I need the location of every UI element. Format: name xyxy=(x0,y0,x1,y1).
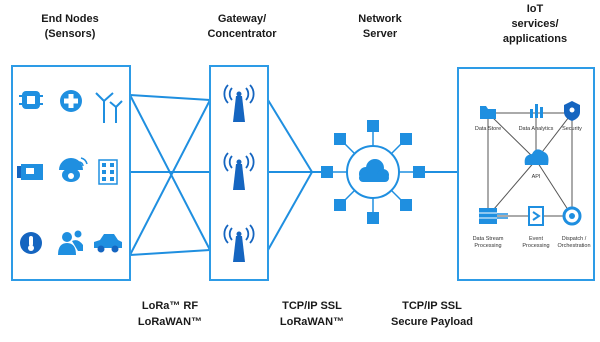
tcp-ip-secure-label-group: TCP/IP SSL Secure Payload xyxy=(382,298,482,330)
antenna-tower-icon xyxy=(223,152,255,190)
gateway-title: Gateway/ xyxy=(217,13,267,25)
server-node-squares xyxy=(321,120,425,224)
dispatch-label: Dispatch / xyxy=(562,236,587,242)
security-camera-icon xyxy=(59,157,88,182)
network-server-header: Network Server xyxy=(330,12,430,42)
data-analytics-icon xyxy=(530,104,543,118)
lorawan-label-1: LoRaWAN™ xyxy=(137,316,203,328)
security-icon xyxy=(564,101,580,121)
circuit-board-icon xyxy=(17,164,43,180)
event-label-2: Processing xyxy=(522,243,549,249)
lora-rf-label-group: LoRa™ RF LoRaWAN™ xyxy=(130,298,210,330)
chip-icon xyxy=(19,91,43,109)
end-nodes-subtitle: (Sensors) xyxy=(44,28,96,40)
data-store-icon xyxy=(480,106,496,119)
api-label: API xyxy=(532,174,541,180)
gateway-subtitle: Concentrator xyxy=(207,28,277,40)
dispatch-label-2: Orchestration xyxy=(557,243,590,249)
secure-payload-label: Secure Payload xyxy=(391,316,473,328)
lora-rf-label: LoRa™ RF xyxy=(141,300,199,312)
event-icon xyxy=(528,206,544,226)
iot-subtitle: services/ xyxy=(511,18,559,30)
data-stream-icon xyxy=(479,208,508,224)
tcp-ip-label-2: TCP/IP SSL xyxy=(402,300,462,312)
data-analytics-label: Data Analytics xyxy=(519,126,554,132)
gateway-to-server-links xyxy=(267,99,326,251)
end-nodes-title: End Nodes xyxy=(41,13,99,25)
data-stream-label: Data Stream xyxy=(473,236,504,242)
car-icon xyxy=(94,234,122,253)
medical-cross-icon xyxy=(60,90,82,112)
security-label: Security xyxy=(562,126,582,132)
antenna-tower-icon xyxy=(223,84,255,122)
building-icon xyxy=(98,159,118,185)
network-server-subtitle: Server xyxy=(362,28,398,40)
data-store-label: Data Store xyxy=(475,126,501,132)
event-label: Event xyxy=(529,236,544,242)
end-nodes-header: End Nodes (Sensors) xyxy=(20,12,120,42)
api-icon xyxy=(524,149,549,165)
lorawan-label-2: LoRaWAN™ xyxy=(279,316,345,328)
gateway-header: Gateway/ Concentrator xyxy=(192,12,292,42)
thermometer-icon xyxy=(20,232,42,254)
person-group-icon xyxy=(58,230,83,255)
iot-header: IoT services/ applications xyxy=(485,2,585,47)
iot-title: IoT xyxy=(526,3,544,15)
cloud-icon xyxy=(359,159,389,182)
tcp-ip-label-1: TCP/IP SSL xyxy=(282,300,342,312)
network-server xyxy=(321,120,425,224)
antenna-tower-icon xyxy=(223,224,255,262)
iot-subtitle-2: applications xyxy=(502,33,568,45)
wind-turbine-icon xyxy=(95,92,123,123)
network-server-title: Network xyxy=(358,13,402,25)
data-stream-label-2: Processing xyxy=(474,243,501,249)
tcp-ip-lorawan-label-group: TCP/IP SSL LoRaWAN™ xyxy=(272,298,352,330)
dispatch-icon xyxy=(562,206,582,226)
end-node-to-gateway-links xyxy=(129,94,211,256)
